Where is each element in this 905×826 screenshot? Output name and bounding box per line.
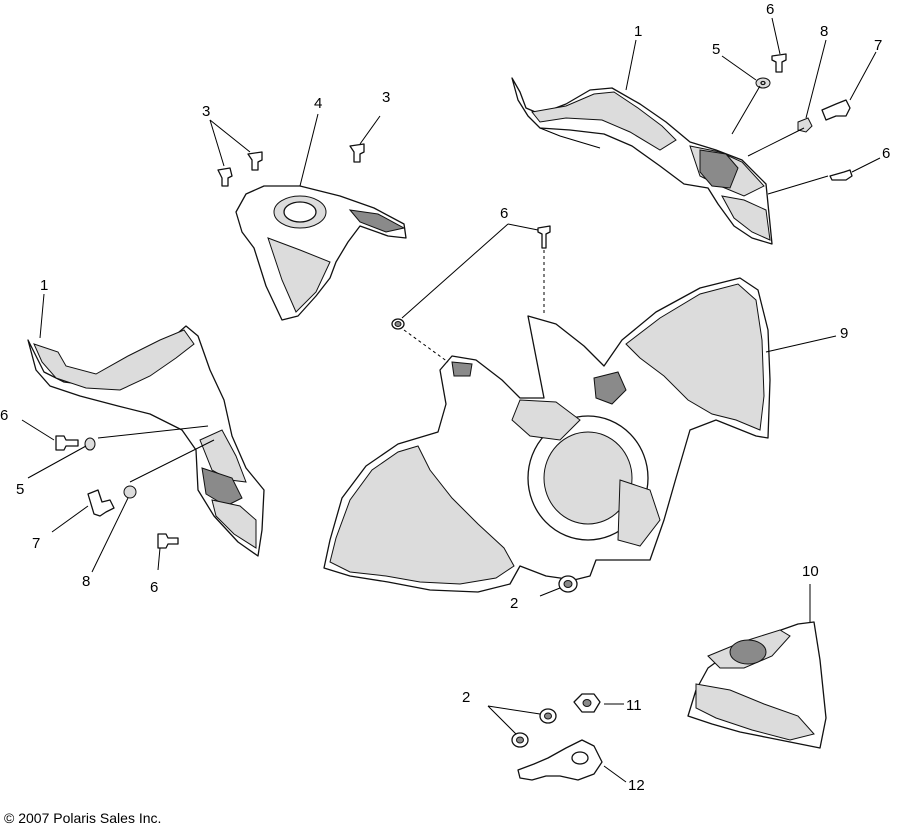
fastener-6-top bbox=[771, 53, 787, 73]
callout-6-center: 6 bbox=[500, 205, 508, 222]
leader-lines bbox=[21, 17, 881, 783]
callout-5-top: 5 bbox=[712, 41, 720, 58]
nut-center bbox=[391, 318, 405, 330]
callout-2-bottom: 2 bbox=[462, 689, 470, 706]
part-1-left-cover bbox=[27, 325, 265, 557]
part-9-main-pod bbox=[323, 277, 771, 593]
callout-10: 10 bbox=[802, 563, 819, 580]
part-4-pod bbox=[235, 185, 407, 321]
callout-6-top: 6 bbox=[766, 1, 774, 18]
copyright-notice: © 2007 Polaris Sales Inc. bbox=[4, 810, 162, 826]
nut-11 bbox=[573, 693, 601, 713]
callout-7-left: 7 bbox=[32, 535, 40, 552]
callout-2-center: 2 bbox=[510, 595, 518, 612]
callout-labels: 1 6 5 8 7 6 3 4 3 6 9 1 6 5 7 8 6 2 10 2… bbox=[0, 1, 890, 794]
callout-6-bottom: 6 bbox=[150, 579, 158, 596]
screw-6-left bbox=[55, 435, 79, 451]
callout-12: 12 bbox=[628, 777, 645, 794]
callout-8-left: 8 bbox=[82, 573, 90, 590]
callout-11: 11 bbox=[626, 697, 642, 714]
fastener-3-c bbox=[349, 143, 365, 163]
grommet-2-bottom-a bbox=[539, 708, 557, 724]
part-1-right-cover bbox=[511, 77, 773, 245]
fastener-3-b bbox=[247, 151, 263, 171]
washer-5-top bbox=[755, 77, 771, 89]
screw-6-bottom bbox=[157, 533, 179, 549]
grommet-8-left bbox=[123, 485, 137, 499]
callout-4: 4 bbox=[314, 95, 322, 112]
callout-6-right: 6 bbox=[882, 145, 890, 162]
bolt-6-center bbox=[537, 225, 551, 249]
screw-6-right bbox=[829, 169, 853, 181]
fastener-3-a bbox=[217, 167, 233, 187]
callout-3-left: 3 bbox=[202, 103, 210, 120]
callout-5-left: 5 bbox=[16, 481, 24, 498]
grommet-2-center bbox=[558, 575, 578, 593]
washer-5-left bbox=[84, 437, 96, 451]
callout-3-right: 3 bbox=[382, 89, 390, 106]
callout-7-top: 7 bbox=[874, 37, 882, 54]
callout-6-left: 6 bbox=[0, 407, 8, 424]
callout-1-left: 1 bbox=[40, 277, 48, 294]
bolt-7-top bbox=[821, 99, 851, 121]
part-12-bracket bbox=[517, 739, 603, 781]
callout-9: 9 bbox=[840, 325, 848, 342]
part-10-housing bbox=[687, 621, 827, 749]
callout-8-top: 8 bbox=[820, 23, 828, 40]
bolt-7-left bbox=[87, 489, 115, 517]
grommet-8-top bbox=[797, 117, 813, 133]
grommet-2-bottom-b bbox=[511, 732, 529, 748]
callout-1-right: 1 bbox=[634, 23, 642, 40]
